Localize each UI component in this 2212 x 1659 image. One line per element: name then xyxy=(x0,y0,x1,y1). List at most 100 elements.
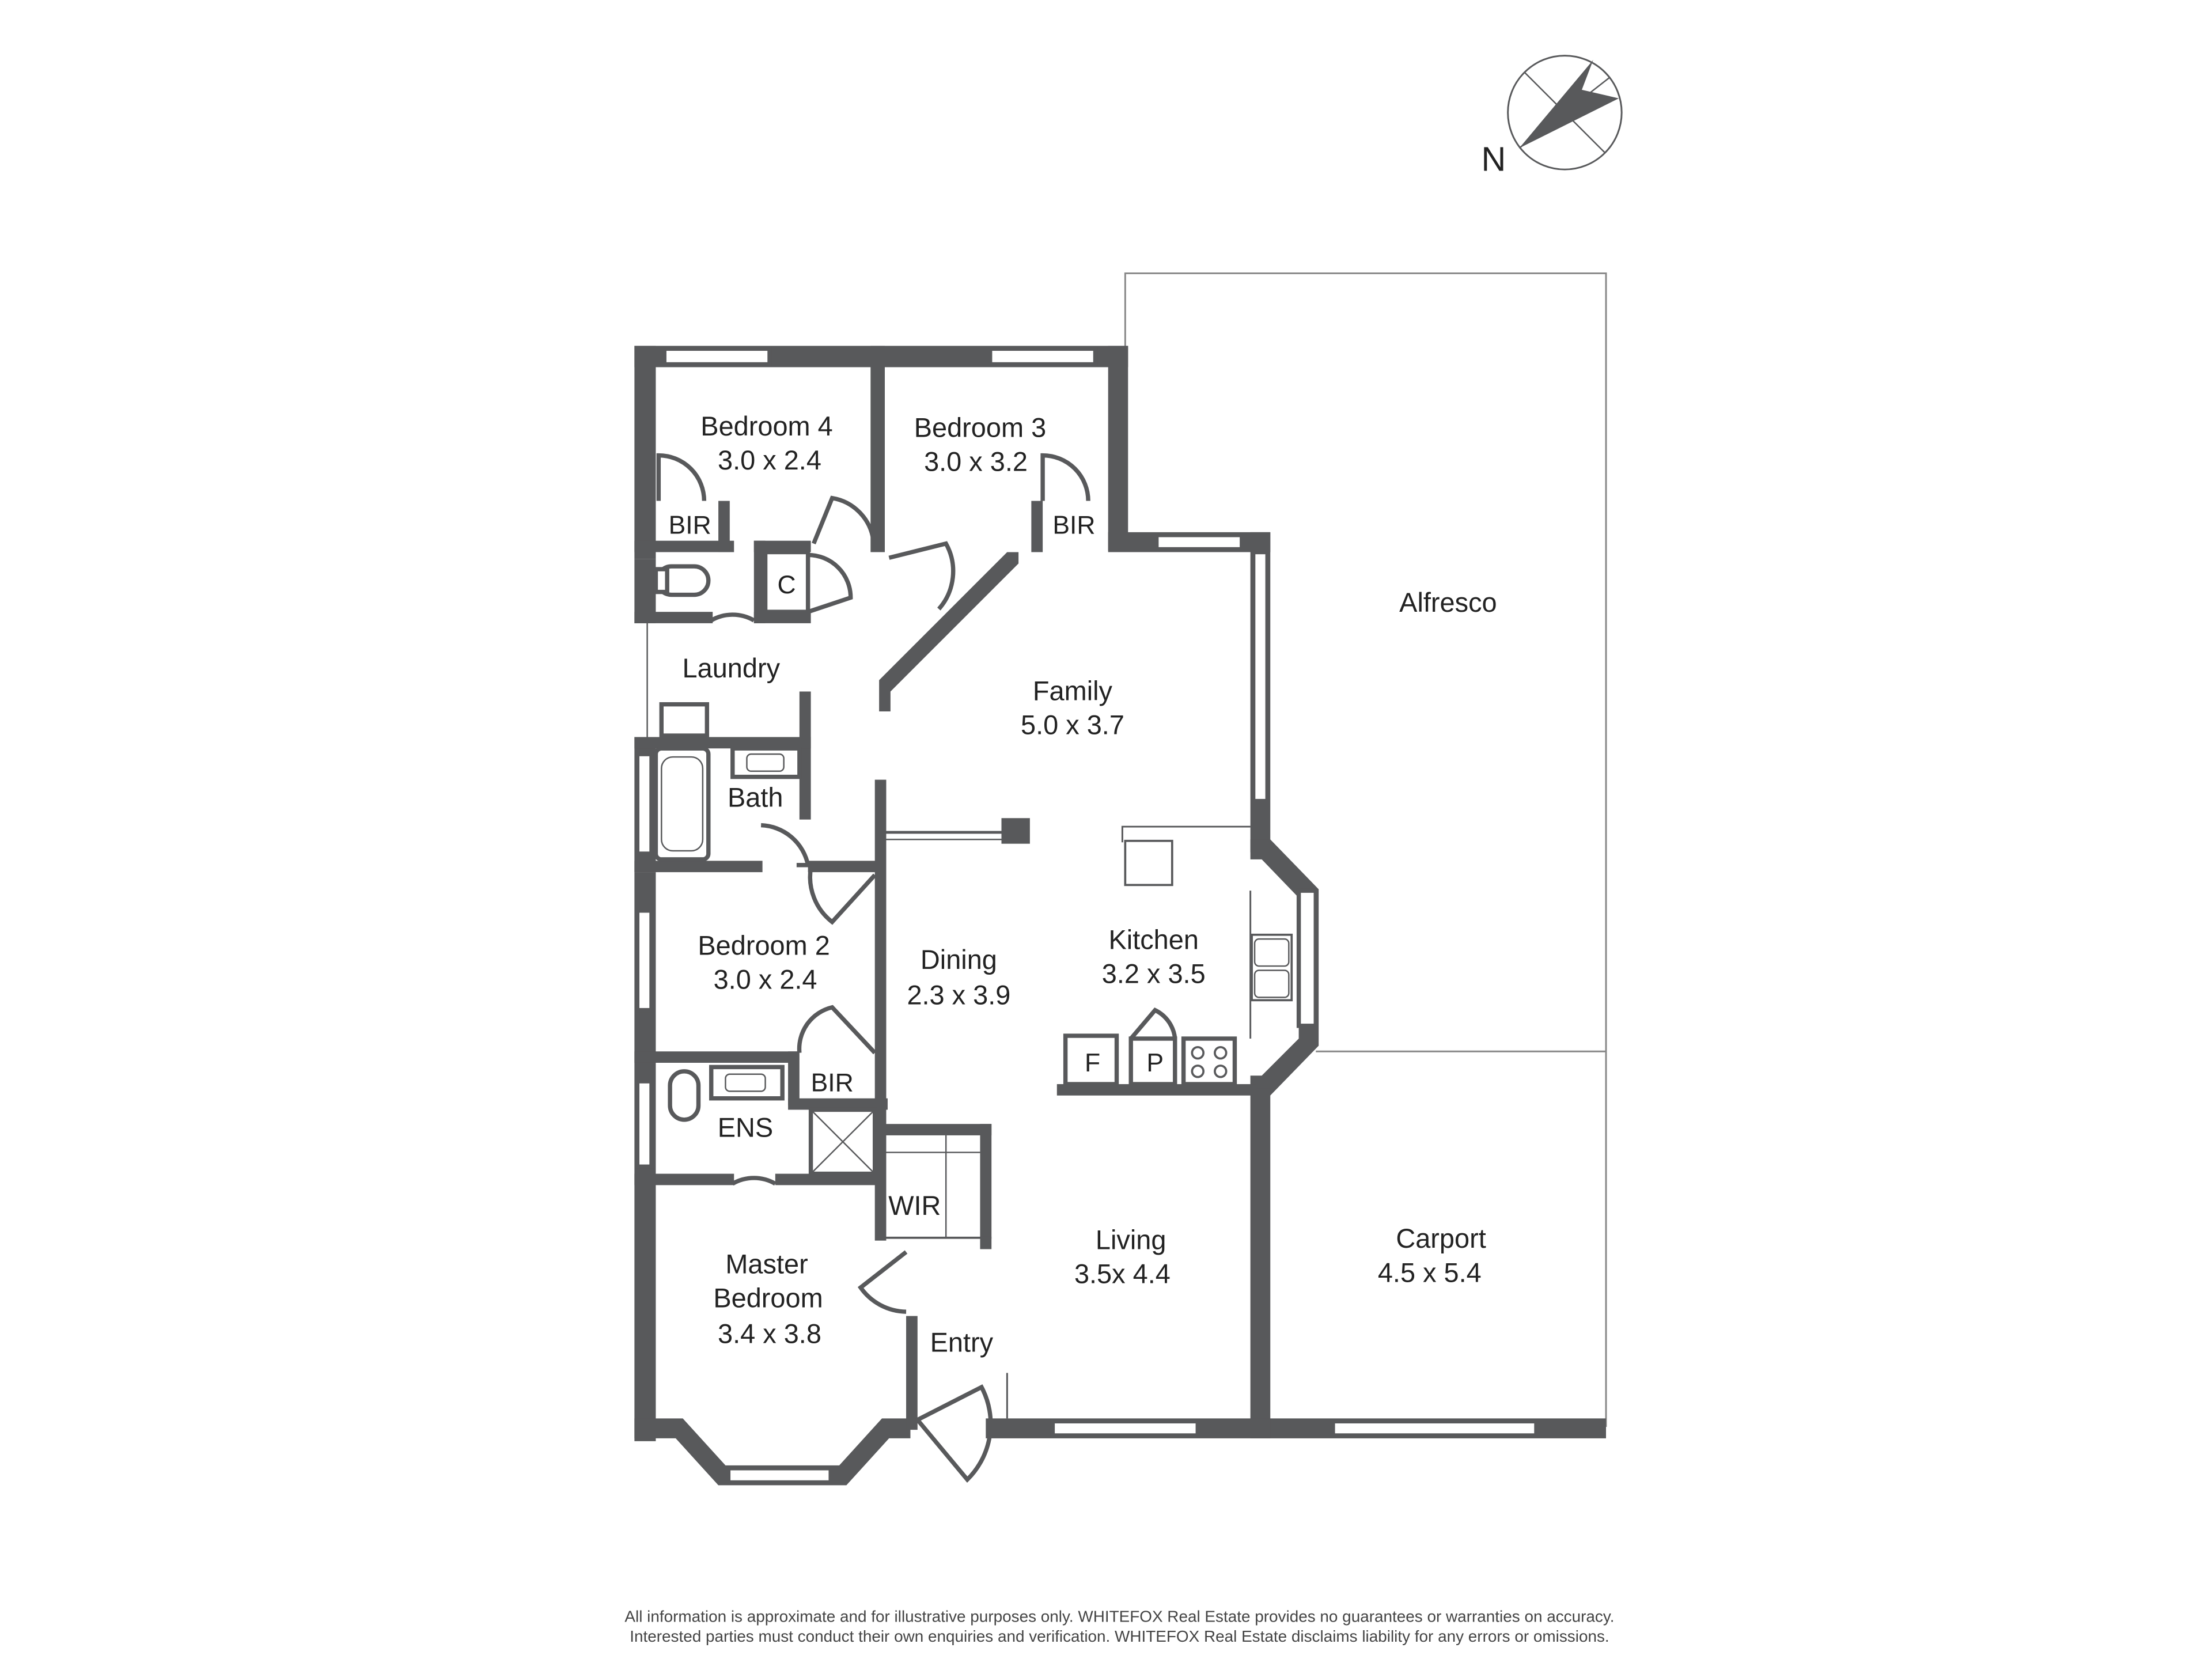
wall-dining-left xyxy=(874,779,887,1107)
toilet-cistern xyxy=(653,567,669,594)
window-family-right xyxy=(1251,550,1270,804)
fridge-label: F xyxy=(1085,1049,1100,1077)
dining-size: 2.3 x 3.9 xyxy=(907,980,1010,1010)
kitchen-size: 3.2 x 3.5 xyxy=(1102,959,1206,989)
door-bed4 xyxy=(812,495,876,545)
laundry-trough-icon xyxy=(659,702,710,738)
wall-family-diagonal xyxy=(879,552,1019,712)
carport-size: 4.5 x 5.4 xyxy=(1378,1257,1482,1287)
door-bed2 xyxy=(808,868,877,925)
wall-entry-left xyxy=(906,1316,918,1430)
kitchen-name: Kitchen xyxy=(1108,925,1198,955)
window-bath xyxy=(635,752,654,856)
bir-bed2-label: BIR xyxy=(811,1069,854,1097)
window-bed4 xyxy=(662,346,772,367)
room-labels: Bedroom 4 3.0 x 2.4 Bedroom 3 3.0 x 3.2 … xyxy=(683,411,1497,1357)
wall-wir-top xyxy=(874,1124,992,1135)
disclaimer: All information is approximate and for i… xyxy=(624,1607,1614,1645)
wall-bath-top xyxy=(634,737,811,749)
window-living xyxy=(1050,1419,1200,1438)
disclaimer-line1: All information is approximate and for i… xyxy=(624,1607,1614,1625)
living-size: 3.5x 4.4 xyxy=(1074,1259,1171,1289)
entry-name: Entry xyxy=(930,1327,994,1357)
wall-cupboard-top xyxy=(753,540,811,552)
wall-bed3-right xyxy=(1108,346,1128,551)
wall-left-top xyxy=(634,346,656,559)
door-bed3 xyxy=(888,541,956,611)
column xyxy=(1001,818,1030,844)
ens-vanity-icon xyxy=(709,1065,785,1101)
alfresco-boundary xyxy=(1124,272,1607,1427)
door-master xyxy=(857,1250,908,1314)
master-name-line2: Bedroom xyxy=(713,1283,823,1313)
burner-4 xyxy=(1214,1065,1228,1078)
windows xyxy=(635,346,1539,1485)
walls xyxy=(634,346,1607,1486)
wall-bath-right xyxy=(799,691,811,820)
ens-name: ENS xyxy=(718,1112,773,1142)
doors xyxy=(656,453,1177,1483)
alfresco-outline xyxy=(1124,272,1607,1427)
bathtub-inner xyxy=(661,756,704,852)
bath-name: Bath xyxy=(728,782,783,812)
wall-bed4-bed3 xyxy=(870,346,885,552)
fixture-labels: BIR BIR C BIR F P xyxy=(669,511,1164,1097)
door-wc xyxy=(710,612,755,623)
door-bir3 xyxy=(1040,453,1090,501)
wir-name: WIR xyxy=(888,1191,941,1221)
door-bath xyxy=(760,823,811,868)
door-ens xyxy=(731,1176,777,1186)
wall-bed4-bottom xyxy=(634,540,734,552)
wall-bir3-left xyxy=(1031,501,1043,552)
wall-ens-bottom-b xyxy=(775,1173,878,1185)
dining-name: Dining xyxy=(921,945,997,975)
pantry-label: P xyxy=(1146,1049,1164,1077)
thin-lines xyxy=(646,623,1252,1419)
wall-ens-bottom-a xyxy=(634,1173,734,1185)
window-family-top xyxy=(1154,533,1244,552)
window-bed2 xyxy=(635,908,654,1013)
door-bir2 xyxy=(797,1005,877,1055)
alfresco-name: Alfresco xyxy=(1399,588,1497,618)
wall-kitchen-bottom xyxy=(1056,1084,1256,1096)
wall-bir2-left xyxy=(788,1051,800,1106)
wall-living-right xyxy=(1250,1088,1271,1430)
door-bir4 xyxy=(656,453,707,501)
family-name: Family xyxy=(1033,676,1113,706)
window-master xyxy=(726,1466,833,1485)
window-carport xyxy=(1331,1419,1539,1438)
fixtures xyxy=(653,550,1293,1176)
door-pantry xyxy=(1129,1007,1177,1040)
family-size: 5.0 x 3.7 xyxy=(1021,710,1124,740)
window-kitchen xyxy=(1296,888,1318,1028)
door-entry xyxy=(914,1384,993,1483)
ens-toilet-icon xyxy=(668,1069,701,1122)
wall-bir2-bottom xyxy=(788,1098,888,1110)
bath-basin xyxy=(746,753,785,772)
cooktop-icon xyxy=(1181,1036,1237,1086)
compass: N xyxy=(1482,55,1623,179)
cupboard-label: C xyxy=(778,571,796,599)
bedroom2-size: 3.0 x 2.4 xyxy=(714,965,817,995)
wall-laundry-top-a xyxy=(634,612,713,623)
burner-1 xyxy=(1191,1046,1205,1060)
window-bed3 xyxy=(988,346,1098,367)
kitchen-appliance xyxy=(1124,839,1173,887)
wall-bath-bottom-a xyxy=(634,861,763,873)
wall-bed2-bottom xyxy=(634,1051,798,1063)
sink-bowl-2 xyxy=(1253,969,1290,998)
shower-line-2 xyxy=(810,1109,876,1175)
compass-circle xyxy=(1507,55,1623,171)
disclaimer-line2: Interested parties must conduct their ow… xyxy=(630,1627,1609,1645)
compass-north-label: N xyxy=(1482,140,1506,179)
wall-bath-bottom-b xyxy=(808,861,880,873)
wall-bir4-right xyxy=(718,501,730,552)
wall-master-bay xyxy=(634,1418,911,1486)
ens-basin xyxy=(725,1073,766,1092)
laundry-name: Laundry xyxy=(683,653,781,683)
kitchen-bench-top xyxy=(1121,825,1251,843)
wall-laundry-top-b xyxy=(753,612,811,623)
door-cupboard xyxy=(807,552,853,614)
north-arrow-icon xyxy=(1519,60,1619,149)
